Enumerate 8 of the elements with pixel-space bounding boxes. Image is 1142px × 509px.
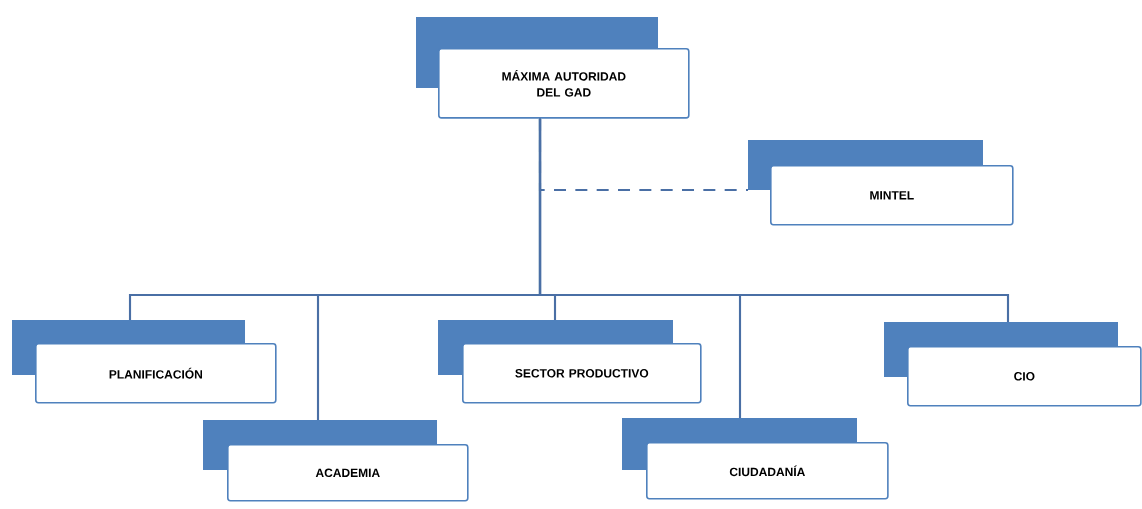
org-box: ACADEMIA (203, 420, 469, 502)
org-box: MINTEL (748, 140, 1014, 226)
org-box: CIO (884, 322, 1142, 407)
org-box: CIUDADANÍA (622, 418, 889, 500)
connector-line (538, 118, 1010, 322)
org-box: MÁXIMA AUTORIDAD DEL GAD (416, 17, 690, 119)
org-box: SECTOR PRODUCTIVO (438, 320, 702, 404)
org-box: PLANIFICACIÓN (12, 320, 277, 404)
